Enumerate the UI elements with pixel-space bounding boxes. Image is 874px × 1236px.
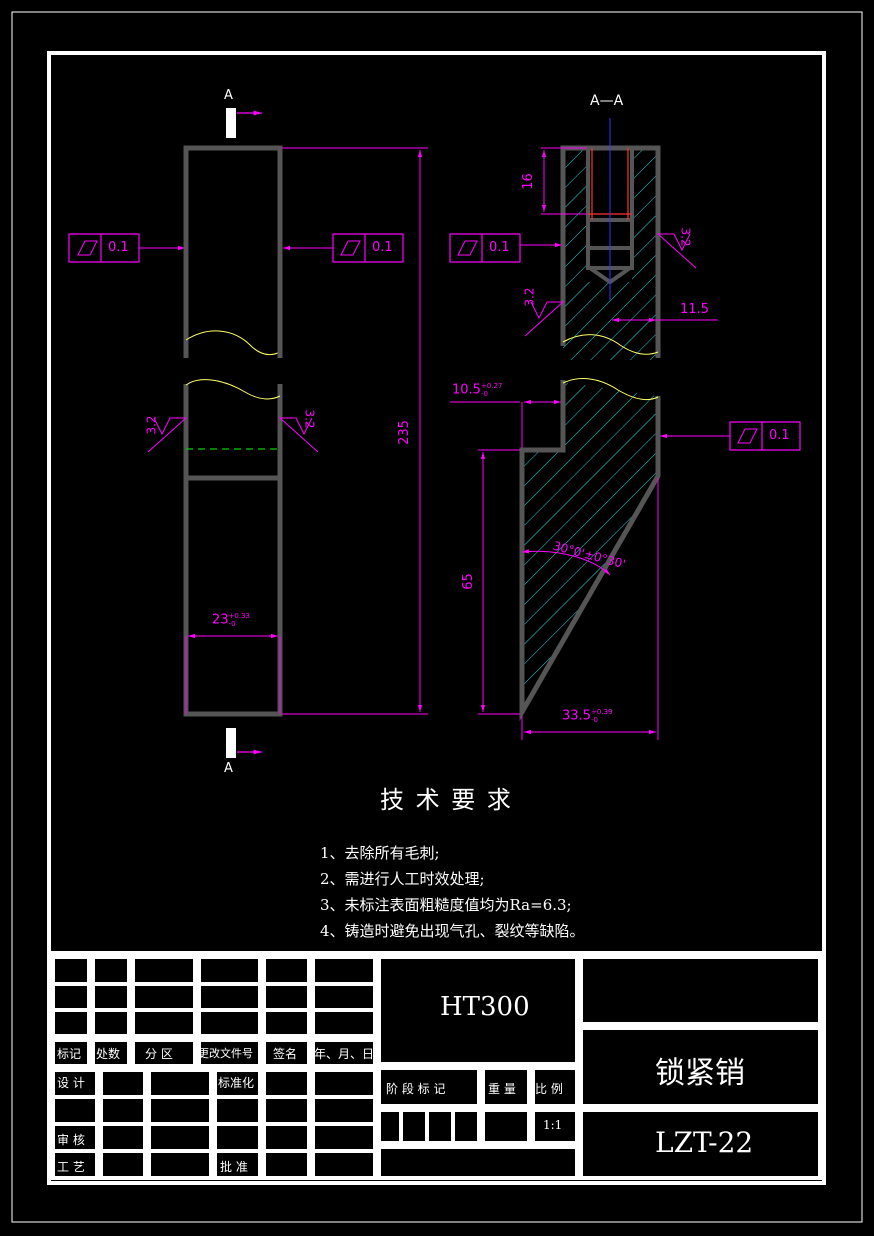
dim-width-tol-lower: -0 — [228, 620, 236, 628]
tb-label-weight: 重 量 — [488, 1082, 516, 1096]
flatness-value-left: 0.1 — [108, 240, 129, 255]
tech-requirements-title: 技 术 要 求 — [380, 786, 513, 814]
section-label-bottom: A — [224, 761, 233, 776]
section-label-top: A — [224, 88, 233, 103]
tech-requirement-1: 1、去除所有毛刺; — [320, 844, 440, 862]
drawing-number: LZT-22 — [655, 1126, 754, 1159]
roughness-section-left: 3.2 — [522, 287, 537, 307]
dim-base: 33.5+0.39-0 — [562, 708, 612, 724]
break-line-lower — [185, 379, 281, 400]
tb-label-review: 审 核 — [57, 1133, 85, 1147]
flatness-value-right: 0.1 — [372, 240, 393, 255]
break-line-section-upper — [562, 334, 659, 355]
dim-angle: 30°0'±0°30' — [551, 538, 628, 572]
flatness-value-lower: 0.1 — [769, 428, 790, 443]
tb-label-zone: 分 区 — [145, 1047, 173, 1061]
roughness-section-right: 3.2 — [678, 227, 693, 247]
section-view — [449, 118, 801, 740]
dim-base-tol-upper: +0.39 — [590, 708, 613, 716]
roughness-right: 3.2 — [302, 409, 317, 429]
tb-label-design: 设 计 — [57, 1076, 85, 1090]
section-mark-top — [226, 108, 236, 138]
tb-label-stage: 阶 段 标 记 — [386, 1082, 446, 1096]
dim-step-value: 10.5 — [452, 382, 481, 398]
tb-label-date: 年、月、日 — [314, 1047, 375, 1061]
dim-step: 10.5+0.27-0 — [452, 382, 502, 398]
dim-base-tol-lower: -0 — [590, 716, 598, 724]
part-name: 锁紧销 — [655, 1056, 745, 1091]
tb-label-count: 处数 — [96, 1047, 121, 1061]
tb-label-mark: 标记 — [57, 1047, 82, 1061]
dim-base-value: 33.5 — [562, 708, 591, 724]
front-view — [68, 108, 428, 758]
scale-value: 1:1 — [543, 1118, 563, 1132]
tb-label-approve: 批 准 — [220, 1160, 248, 1174]
flatness-value-section: 0.1 — [489, 240, 510, 255]
dim-width: 23+0.33-0 — [212, 612, 250, 628]
dim-height-65: 65 — [460, 573, 476, 590]
dim-overall-length: 235 — [396, 420, 412, 445]
tb-label-scale: 比 例 — [535, 1082, 563, 1096]
break-line-upper — [185, 330, 281, 356]
tb-label-process: 工 艺 — [57, 1160, 85, 1174]
tb-label-signature: 签名 — [273, 1047, 298, 1061]
roughness-left: 3.2 — [144, 415, 159, 435]
title-block-lines — [49, 951, 824, 1180]
tb-label-change-doc: 更改文件号 — [198, 1047, 253, 1060]
section-view-title: A—A — [590, 93, 624, 109]
dim-depth-11-5: 11.5 — [680, 302, 709, 317]
dim-width-tol-upper: +0.33 — [228, 612, 250, 620]
dim-width-value: 23 — [212, 612, 229, 628]
tech-requirement-4: 4、铸造时避免出现气孔、裂纹等缺陷。 — [320, 922, 585, 940]
outer-frame — [11, 11, 863, 1223]
material: HT300 — [440, 992, 530, 1022]
dim-step-tol-lower: -0 — [480, 390, 488, 398]
tb-label-standardize: 标准化 — [218, 1076, 255, 1090]
dim-depth-16: 16 — [520, 173, 536, 190]
tech-requirement-3: 3、未标注表面粗糙度值均为Ra=6.3; — [320, 896, 572, 914]
section-mark-bottom — [226, 728, 236, 758]
dim-step-tol-upper: +0.27 — [480, 382, 503, 390]
tech-requirement-2: 2、需进行人工时效处理; — [320, 870, 485, 888]
break-line-section-lower — [562, 378, 659, 401]
inner-frame — [47, 51, 826, 1185]
